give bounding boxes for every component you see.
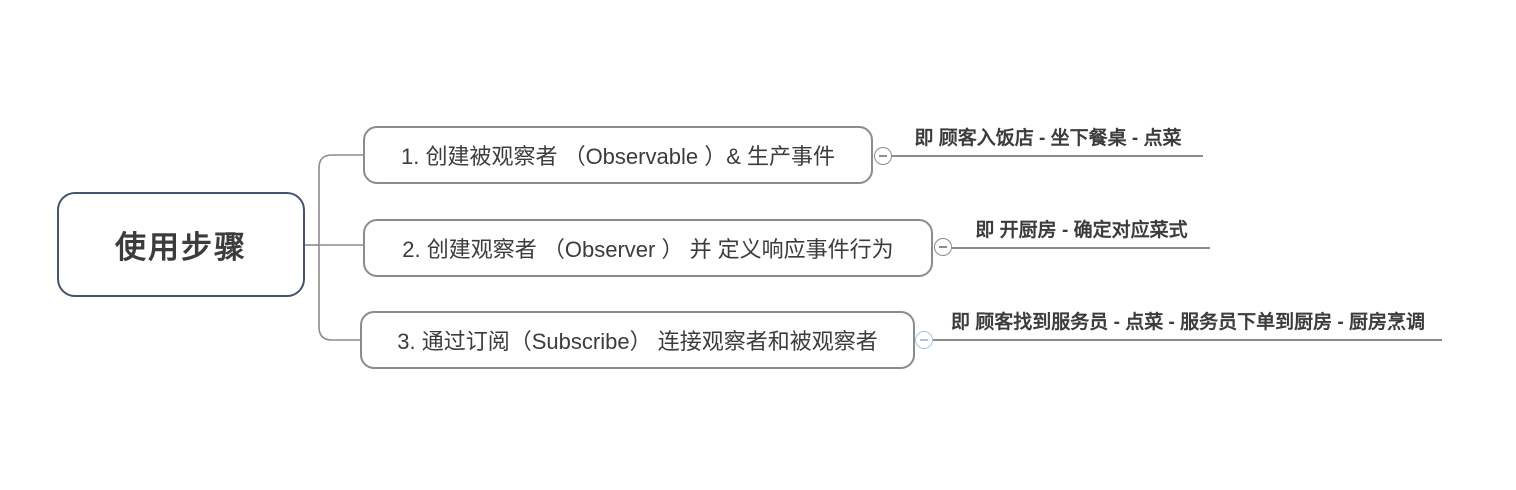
minus-icon	[939, 246, 947, 248]
topic-step-1-label: 1. 创建被观察者 （Observable ）& 生产事件	[401, 144, 835, 169]
note-topic-2[interactable]: 即 开厨房 - 确定对应菜式	[953, 219, 1210, 243]
topic-step-3[interactable]: 3. 通过订阅（Subscribe） 连接观察者和被观察者	[360, 311, 915, 369]
note-underlines	[892, 155, 1442, 341]
topic-step-3-label: 3. 通过订阅（Subscribe） 连接观察者和被观察者	[397, 329, 878, 354]
minus-icon	[879, 155, 887, 157]
collapse-button-step-1[interactable]	[874, 147, 892, 165]
minus-icon	[920, 339, 928, 341]
topic-step-1[interactable]: 1. 创建被观察者 （Observable ）& 生产事件	[363, 126, 873, 184]
root-topic[interactable]: 使用步骤	[57, 192, 305, 297]
topic-step-2[interactable]: 2. 创建观察者 （Observer ） 并 定义响应事件行为	[363, 219, 933, 277]
note-topic-1-label: 即 顾客入饭店 - 坐下餐桌 - 点菜	[914, 128, 1182, 149]
tree-branch-lines	[305, 154, 363, 341]
note-topic-2-label: 即 开厨房 - 确定对应菜式	[975, 220, 1188, 241]
note-topic-3[interactable]: 即 顾客找到服务员 - 点菜 - 服务员下单到厨房 - 厨房烹调	[934, 311, 1442, 335]
root-topic-label: 使用步骤	[115, 230, 247, 265]
topic-step-2-label: 2. 创建观察者 （Observer ） 并 定义响应事件行为	[402, 237, 894, 262]
note-topic-1[interactable]: 即 顾客入饭店 - 坐下餐桌 - 点菜	[893, 127, 1203, 151]
note-topic-3-label: 即 顾客找到服务员 - 点菜 - 服务员下单到厨房 - 厨房烹调	[951, 312, 1425, 333]
collapse-button-step-2[interactable]	[934, 238, 952, 256]
collapse-button-step-3[interactable]	[915, 331, 933, 349]
